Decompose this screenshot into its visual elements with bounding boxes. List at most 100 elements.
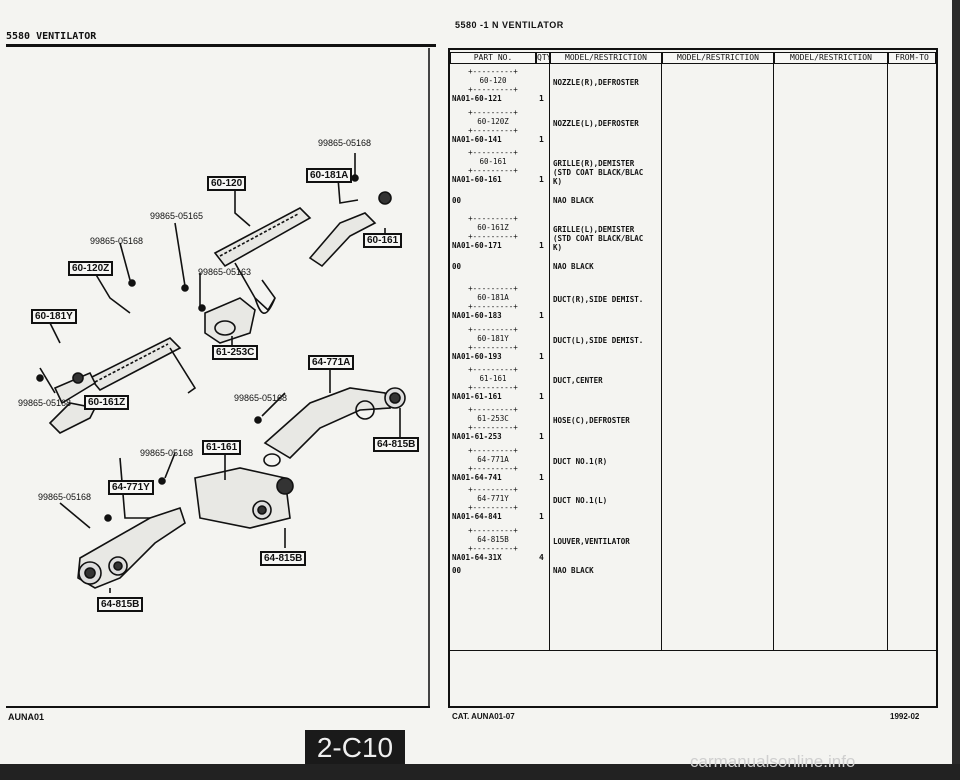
ref-number: +---------+61-253C+---------+ — [452, 405, 534, 432]
part-number: 00 — [452, 196, 462, 205]
description: GRILLE(L),DEMISTER — [553, 225, 635, 234]
fastener-label: 99865-05168 — [18, 398, 72, 408]
ref-text: 61-253C — [477, 414, 509, 423]
ref-border: +---------+ — [468, 214, 518, 223]
description: DUCT NO.1(L) — [553, 496, 608, 505]
watermark: carmanualsonline.info — [690, 752, 856, 771]
header-from-to: FROM-TO — [888, 52, 936, 64]
ref-border: +---------+ — [468, 485, 518, 494]
ref-text: 60-120 — [479, 76, 507, 85]
description: GRILLE(R),DEMISTER — [553, 159, 635, 168]
ref-number: +---------+60-120Z+---------+ — [452, 108, 534, 135]
ref-text: 64-771A — [477, 455, 509, 464]
ref-text: 60-161 — [479, 157, 507, 166]
ref-border: +---------+ — [468, 383, 518, 392]
callout-box: 60-181A — [306, 168, 353, 183]
fastener-label: 99865-05168 — [318, 138, 372, 148]
fastener-label: 99865-05165 — [150, 211, 204, 221]
description: K) — [553, 177, 563, 186]
ref-text: 64-771Y — [477, 494, 509, 503]
ref-border: +---------+ — [468, 302, 518, 311]
ref-number: +---------+60-181A+---------+ — [452, 284, 534, 311]
ref-border: +---------+ — [468, 325, 518, 334]
description: (STD COAT BLACK/BLAC — [553, 234, 644, 243]
callout-box: 64-771A — [308, 355, 355, 370]
callout-box: 64-815B — [97, 597, 144, 612]
header-part-no: PART NO. — [450, 52, 536, 64]
header-model-3: MODEL/RESTRICTION — [774, 52, 888, 64]
part-number: NA01-64-741 — [452, 473, 502, 482]
ref-border: +---------+ — [468, 148, 518, 157]
callout-box: 60-161Z — [84, 395, 130, 410]
part-number: NA01-60-141 — [452, 135, 502, 144]
issue-date: 1992-02 — [890, 712, 920, 721]
page-number: 2-C10 — [305, 730, 405, 768]
ref-number: +---------+60-181Y+---------+ — [452, 325, 534, 352]
ref-number: +---------+60-120+---------+ — [452, 67, 534, 94]
ref-number: +---------+60-161+---------+ — [452, 148, 534, 175]
description: DUCT(R),SIDE DEMIST. — [553, 295, 644, 304]
ref-text: 60-120Z — [477, 117, 509, 126]
quantity: 1 — [539, 473, 544, 482]
callout-box: 60-181Y — [31, 309, 77, 324]
ref-number: +---------+60-161Z+---------+ — [452, 214, 534, 241]
ref-border: +---------+ — [468, 85, 518, 94]
ref-text: 61-161 — [479, 374, 507, 383]
column-rule — [773, 64, 774, 650]
part-number: 00 — [452, 262, 462, 271]
catalog-number: CAT. AUNA01-07 — [452, 712, 515, 721]
scan-bottom-strip — [0, 764, 960, 780]
section-title: 5580 VENTILATOR — [6, 31, 97, 42]
column-rule — [661, 64, 662, 650]
ref-border: +---------+ — [468, 166, 518, 175]
ref-border: +---------+ — [468, 544, 518, 553]
callout-box: 60-120Z — [68, 261, 114, 276]
part-number: 00 — [452, 566, 462, 575]
ref-border: +---------+ — [468, 464, 518, 473]
ref-text: 60-181A — [477, 293, 509, 302]
footer-rule — [6, 706, 430, 708]
page-divider — [428, 48, 430, 708]
description: DUCT,CENTER — [553, 376, 603, 385]
ref-number: +---------+64-815B+---------+ — [452, 526, 534, 553]
fastener-label: 99865-05168 — [38, 492, 92, 502]
ref-border: +---------+ — [468, 232, 518, 241]
ref-border: +---------+ — [468, 365, 518, 374]
column-rule — [887, 64, 888, 650]
quantity: 1 — [539, 135, 544, 144]
ref-number: +---------+61-161+---------+ — [452, 365, 534, 392]
part-number: NA01-64-841 — [452, 512, 502, 521]
fastener-label: 99865-05168 — [90, 236, 144, 246]
ref-border: +---------+ — [468, 67, 518, 76]
callout-box: 61-253C — [212, 345, 259, 360]
scan-edge-strip — [952, 0, 960, 780]
ref-border: +---------+ — [468, 526, 518, 535]
ref-border: +---------+ — [468, 503, 518, 512]
title-rule — [6, 44, 436, 47]
description: NAO BLACK — [553, 566, 594, 575]
ref-number: +---------+64-771A+---------+ — [452, 446, 534, 473]
part-number: NA01-60-171 — [452, 241, 502, 250]
quantity: 1 — [539, 311, 544, 320]
callout-box: 60-120 — [207, 176, 247, 191]
description: LOUVER,VENTILATOR — [553, 537, 630, 546]
description: HOSE(C),DEFROSTER — [553, 416, 630, 425]
fastener-label: 99865-05168 — [234, 393, 288, 403]
description: NAO BLACK — [553, 196, 594, 205]
ref-border: +---------+ — [468, 405, 518, 414]
part-number: NA01-60-193 — [452, 352, 502, 361]
ref-border: +---------+ — [468, 284, 518, 293]
header-qty: QTY — [536, 52, 552, 64]
fastener-label: 99865-05163 — [198, 267, 252, 277]
callout-box: 64-815B — [373, 437, 420, 452]
quantity: 1 — [539, 392, 544, 401]
part-number: NA01-60-161 — [452, 175, 502, 184]
header-model-2: MODEL/RESTRICTION — [662, 52, 774, 64]
fastener-label: 99865-05168 — [140, 448, 194, 458]
quantity: 1 — [539, 432, 544, 441]
callout-box: 64-771Y — [108, 480, 154, 495]
description: DUCT(L),SIDE DEMIST. — [553, 336, 644, 345]
column-rule — [549, 64, 550, 650]
table-bottom-rule — [450, 650, 936, 651]
part-number: NA01-60-183 — [452, 311, 502, 320]
